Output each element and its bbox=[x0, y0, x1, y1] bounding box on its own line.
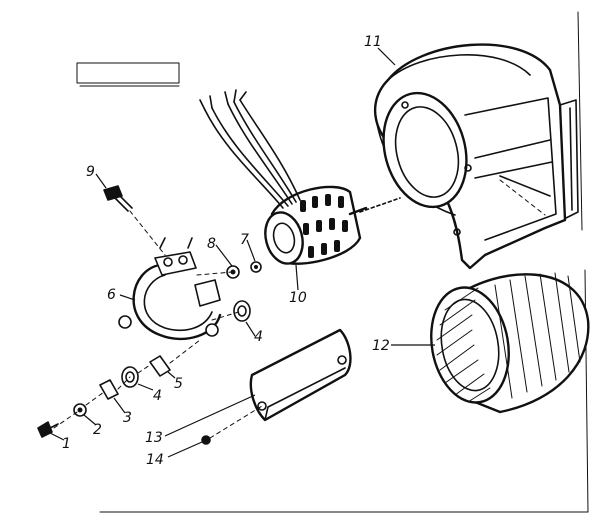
spacer-part-5 bbox=[149, 355, 171, 377]
callout-leaders bbox=[49, 47, 435, 458]
alignment-lines bbox=[53, 179, 546, 439]
motor-mount-band bbox=[118, 237, 222, 341]
bolt-part-1 bbox=[37, 421, 59, 438]
callout-10: 10 bbox=[289, 290, 307, 306]
callout-4-upper: 4 bbox=[254, 329, 263, 345]
screw-part-9 bbox=[95, 173, 133, 212]
callout-12: 12 bbox=[372, 338, 390, 354]
title-box bbox=[76, 62, 180, 87]
callout-9: 9 bbox=[86, 164, 95, 180]
callout-11: 11 bbox=[364, 34, 382, 50]
washer-part-8 bbox=[226, 265, 240, 279]
callout-2: 2 bbox=[93, 422, 102, 438]
callout-7: 7 bbox=[240, 232, 249, 248]
motor-lead-wires bbox=[199, 89, 301, 209]
grommet-upper bbox=[233, 300, 251, 322]
callout-4-lower: 4 bbox=[153, 388, 162, 404]
callout-14: 14 bbox=[146, 452, 164, 468]
blower-wheel bbox=[430, 272, 590, 414]
callout-6: 6 bbox=[107, 287, 116, 303]
blower-housing bbox=[374, 43, 579, 270]
callout-1: 1 bbox=[62, 436, 71, 452]
screw-part-14 bbox=[201, 435, 211, 445]
callout-5: 5 bbox=[174, 376, 183, 392]
mounting-bracket bbox=[249, 328, 352, 422]
callout-labels: 11 9 8 7 6 10 12 4 5 4 3 2 1 13 14 bbox=[62, 34, 390, 468]
washer-part-2 bbox=[73, 403, 87, 417]
callout-3: 3 bbox=[123, 410, 132, 426]
callout-8: 8 bbox=[207, 236, 216, 252]
callout-13: 13 bbox=[145, 430, 163, 446]
motor bbox=[264, 185, 401, 265]
spacer-part-3 bbox=[99, 379, 119, 400]
nut-part-7 bbox=[250, 261, 262, 273]
